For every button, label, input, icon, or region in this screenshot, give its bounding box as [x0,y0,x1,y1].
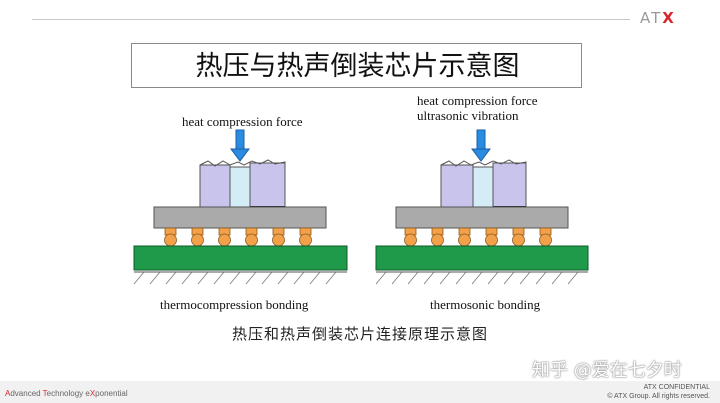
left-chip-jagged-top [199,159,286,167]
right-bumps [404,227,552,247]
right-chip-right [492,162,527,208]
left-substrate [133,245,348,271]
left-chip-right [249,162,286,208]
right-chip-left [440,164,474,208]
left-ground-hatch [133,271,337,285]
left-force-label: heat compression force [182,114,303,129]
atx-logo: ATX [640,9,676,27]
watermark: 知乎 @爱在七夕时 [532,360,682,381]
right-bonding-label: thermosonic bonding [430,297,541,312]
right-ground-hatch [375,271,579,285]
right-force-label: heat compression force [417,93,538,108]
footer-bar [0,381,720,403]
right-chip-jagged-top [440,159,527,167]
left-bonding-label: thermocompression bonding [160,297,309,312]
left-bumps [164,227,312,247]
right-substrate [375,245,589,271]
left-bonding-illustration [133,129,348,285]
left-force-arrow-head [230,148,250,162]
left-chip-left [199,164,231,208]
left-die [153,206,327,229]
footer-confidential: ATX CONFIDENTIAL © ATX Group. All rights… [607,384,710,400]
left-force-arrow-shaft [235,129,245,151]
right-chip-center [472,166,494,208]
left-chip-center [229,166,251,208]
title-frame: 热压与热声倒装芯片示意图 [131,43,582,88]
right-bonding-illustration [375,129,589,285]
right-vibration-label: ultrasonic vibration [417,108,519,123]
right-die [395,206,569,229]
right-force-arrow-shaft [476,129,486,151]
header-rule [32,19,630,20]
page-title: 热压与热声倒装芯片示意图 [195,51,520,82]
figure-caption: 热压和热声倒装芯片连接原理示意图 [231,325,488,343]
footer-tagline: Advanced Technology eXponential [5,389,128,398]
right-force-arrow-head [471,148,491,162]
